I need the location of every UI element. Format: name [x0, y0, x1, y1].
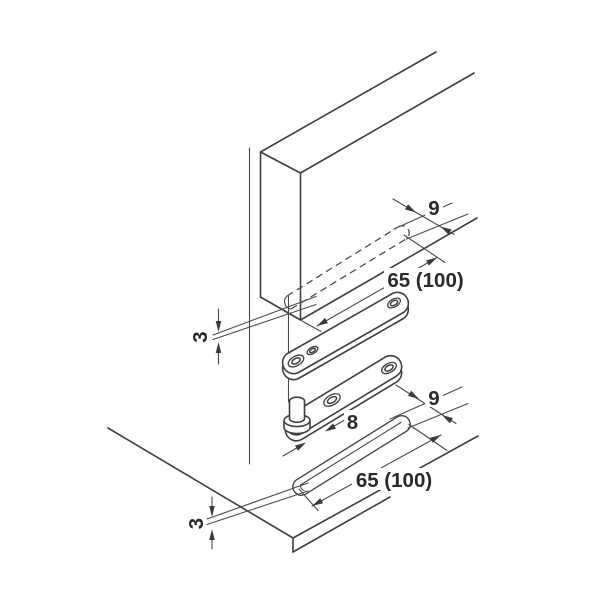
- pivot-pin: [283, 396, 311, 435]
- floor-back-edge: [107, 427, 294, 539]
- ext-line: [403, 234, 446, 264]
- dim-label-pin: 8: [347, 411, 358, 434]
- leader-line: [212, 295, 317, 336]
- arrowhead: [426, 257, 437, 266]
- leader-line: [206, 490, 309, 526]
- floor-front-bottom-edge: [292, 496, 391, 553]
- arrowhead: [312, 498, 324, 506]
- door-mounting-plate: [281, 291, 410, 381]
- door-panel: [259, 51, 478, 321]
- arrowhead: [215, 342, 222, 353]
- arrowhead: [325, 423, 336, 432]
- label-backdrop: [352, 468, 436, 490]
- door-top-back-edge: [259, 51, 437, 153]
- floor-plate-end-hole-inner: [384, 364, 394, 372]
- label-backdrop: [425, 387, 443, 407]
- arrowhead: [442, 415, 453, 424]
- door-plate-screw-hole-inner: [389, 299, 399, 307]
- ext-line: [301, 320, 322, 333]
- dim-label-slot-depth-door: 3: [189, 331, 212, 342]
- dim-label-slot-width-bottom: 9: [428, 387, 439, 410]
- dim-slot-depth-door: 3: [189, 295, 317, 365]
- door-plate-slot-hole-inner: [308, 347, 317, 354]
- arrowhead: [408, 390, 419, 399]
- arrowhead: [295, 442, 306, 451]
- dim-label-slot-length-bottom: 65 (100): [356, 469, 432, 492]
- door-top-face: [260, 52, 474, 173]
- arrowhead: [317, 317, 328, 326]
- arrowhead: [209, 506, 215, 517]
- arrowhead: [215, 321, 222, 332]
- dim-slot-width-bottom: 9: [389, 384, 469, 429]
- door-plate-pivot-hole-inner: [291, 357, 301, 365]
- dim-slot-width-top: 9: [392, 196, 469, 240]
- floor-plate-screw-hole-inner: [326, 395, 338, 405]
- door-bottom-left-edge: [259, 296, 302, 321]
- ext-line: [408, 423, 448, 452]
- floor-slot: [292, 415, 411, 496]
- door-edge-face: [260, 152, 301, 320]
- label-backdrop: [425, 196, 443, 217]
- ext-line: [407, 402, 469, 429]
- dim-pin: 8: [282, 410, 361, 457]
- floor-slot-depth-line: [299, 421, 402, 492]
- leader-line: [212, 303, 317, 341]
- dim-slot-length-top: 65 (100): [301, 234, 468, 333]
- door-top-left-edge: [259, 151, 302, 174]
- dim-slot-length-bottom: 65 (100): [298, 423, 448, 512]
- door-slot-end-arc: [283, 295, 292, 310]
- dim-label-slot-width-top: 9: [428, 197, 439, 220]
- door-slot-hidden-side-1: [286, 226, 399, 297]
- arrowhead: [405, 204, 416, 213]
- door-top-front-edge: [299, 72, 475, 174]
- dim-label-slot-depth-floor: 3: [185, 518, 208, 529]
- leader-line: [206, 482, 309, 520]
- dim-slot-depth-floor: 3: [185, 482, 309, 550]
- arrowhead: [209, 529, 215, 540]
- label-backdrop: [344, 410, 361, 431]
- arrowhead: [429, 435, 441, 443]
- arrowhead: [440, 226, 452, 235]
- ext-line: [405, 213, 469, 240]
- label-backdrop: [384, 268, 468, 290]
- door-front-face: [300, 73, 477, 320]
- dim-label-slot-length-top: 65 (100): [387, 269, 463, 292]
- pin-cylinder: [288, 396, 306, 424]
